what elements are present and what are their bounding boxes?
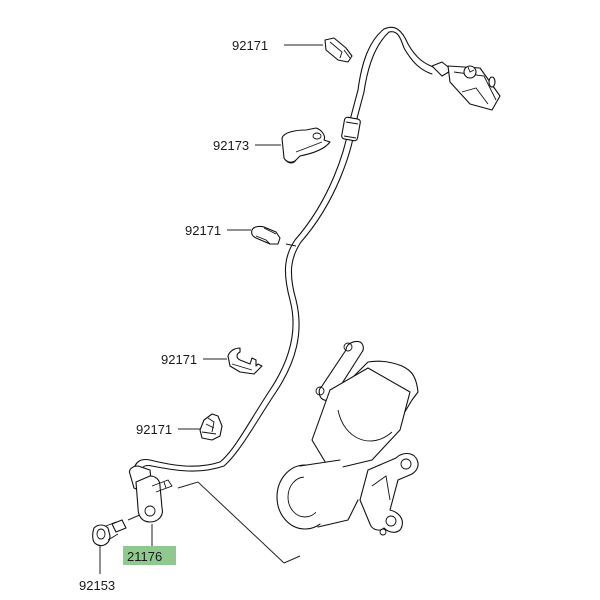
part-number-92171-lower-1[interactable]: 92171 xyxy=(161,352,197,367)
part-number-92171-top[interactable]: 92171 xyxy=(232,38,268,53)
part-number-92171-mid[interactable]: 92171 xyxy=(185,223,221,238)
part-number-92171-lower-2[interactable]: 92171 xyxy=(136,422,172,437)
part-number-92153[interactable]: 92153 xyxy=(79,578,115,593)
cable-grommet xyxy=(341,116,361,142)
highlight-box-21176 xyxy=(123,546,176,565)
clamp-92171-lower-2 xyxy=(199,413,223,441)
part-number-21176[interactable]: 21176 xyxy=(127,549,162,564)
sensor-connector xyxy=(431,61,501,111)
part-number-92173[interactable]: 92173 xyxy=(213,138,249,153)
clamp-92171-mid xyxy=(251,225,281,245)
bracket-92173 xyxy=(281,127,331,164)
sensor-cable xyxy=(132,26,437,477)
wheel-speed-sensor-21176 xyxy=(128,465,173,523)
bolt-92153 xyxy=(92,519,127,547)
clamp-92171-top xyxy=(324,37,353,63)
clamp-92171-lower-1 xyxy=(227,347,263,375)
fork-leg-and-caliper-mount xyxy=(276,340,419,536)
